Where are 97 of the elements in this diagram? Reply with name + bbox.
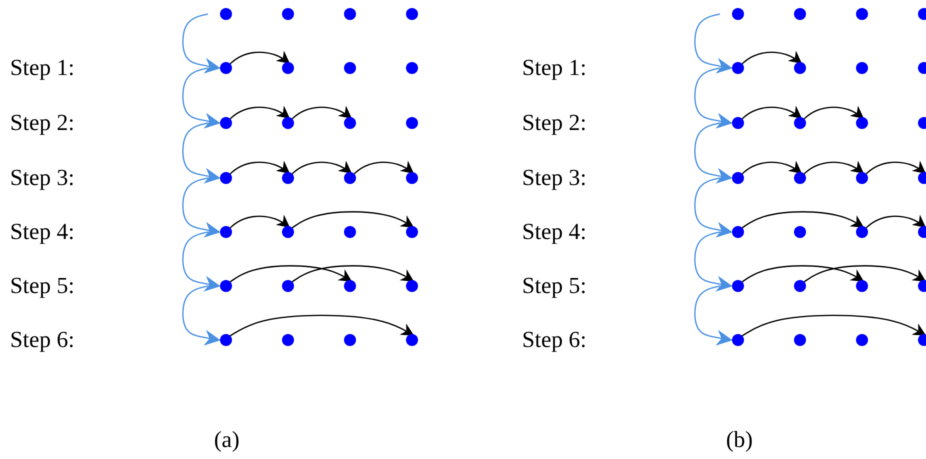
dot xyxy=(794,334,806,346)
dot xyxy=(856,280,868,292)
dot xyxy=(406,62,418,74)
step-label: Step 2: xyxy=(10,111,75,134)
step-label: Step 3: xyxy=(522,166,587,189)
arrow xyxy=(804,106,864,120)
arrow xyxy=(230,214,290,228)
arrow xyxy=(804,265,926,282)
dot xyxy=(282,334,294,346)
arrow xyxy=(742,160,802,174)
dot xyxy=(732,172,744,184)
arrow xyxy=(292,265,414,282)
dot xyxy=(406,226,418,238)
dot xyxy=(406,172,418,184)
arrow xyxy=(694,231,733,292)
arrow xyxy=(182,285,221,346)
arrow xyxy=(230,314,414,336)
dot xyxy=(856,62,868,74)
step-label: Step 5: xyxy=(522,274,587,297)
arrow xyxy=(230,265,352,282)
dot xyxy=(344,8,356,20)
dot xyxy=(344,334,356,346)
arrow xyxy=(292,106,352,120)
dot xyxy=(732,334,744,346)
panel-caption: (b) xyxy=(726,428,753,451)
dot xyxy=(856,226,868,238)
dot xyxy=(220,172,232,184)
arrow xyxy=(804,160,864,174)
dot xyxy=(282,280,294,292)
dot xyxy=(732,280,744,292)
step-label: Step 4: xyxy=(10,220,75,243)
dot xyxy=(794,226,806,238)
dot xyxy=(220,280,232,292)
dot xyxy=(406,117,418,129)
dot xyxy=(856,117,868,129)
arrow xyxy=(694,177,733,238)
dot xyxy=(344,226,356,238)
dot xyxy=(220,117,232,129)
arrow xyxy=(292,160,352,174)
dot xyxy=(732,117,744,129)
arrow xyxy=(182,67,221,129)
arrow xyxy=(694,13,733,74)
dot xyxy=(220,8,232,20)
dot xyxy=(856,334,868,346)
dot xyxy=(344,280,356,292)
dot xyxy=(856,8,868,20)
dot xyxy=(406,8,418,20)
arrow xyxy=(182,231,221,292)
dot xyxy=(794,8,806,20)
dot xyxy=(856,172,868,184)
step-label: Step 4: xyxy=(522,220,587,243)
dot xyxy=(220,62,232,74)
arrow xyxy=(230,160,290,174)
dot xyxy=(732,62,744,74)
dot xyxy=(732,8,744,20)
dot xyxy=(794,117,806,129)
arrow xyxy=(292,211,414,228)
arrow xyxy=(742,211,864,228)
step-label: Step 2: xyxy=(522,111,587,134)
dot xyxy=(282,226,294,238)
dot xyxy=(282,62,294,74)
arrow xyxy=(866,160,926,174)
dot xyxy=(794,62,806,74)
arrow xyxy=(354,160,414,174)
dot xyxy=(282,117,294,129)
dot xyxy=(794,280,806,292)
arrow xyxy=(742,106,802,120)
arrow xyxy=(182,122,221,184)
arrow xyxy=(742,50,802,64)
arrow xyxy=(742,314,926,336)
arrow xyxy=(694,67,733,129)
step-label: Step 5: xyxy=(10,274,75,297)
dot xyxy=(282,8,294,20)
dot xyxy=(220,226,232,238)
step-label: Step 6: xyxy=(522,328,587,351)
dot xyxy=(732,226,744,238)
arrow xyxy=(694,122,733,184)
arrow xyxy=(230,106,290,120)
arrow xyxy=(742,265,864,282)
step-label: Step 6: xyxy=(10,328,75,351)
arrow xyxy=(230,50,290,64)
dot xyxy=(794,172,806,184)
arrow xyxy=(182,13,221,74)
dot xyxy=(282,172,294,184)
dot xyxy=(406,334,418,346)
step-label: Step 3: xyxy=(10,166,75,189)
dot xyxy=(344,172,356,184)
dot xyxy=(220,334,232,346)
step-label: Step 1: xyxy=(522,56,587,79)
arrow xyxy=(866,214,926,228)
dot xyxy=(406,280,418,292)
arrow xyxy=(182,177,221,238)
dot xyxy=(344,62,356,74)
dot xyxy=(344,117,356,129)
step-label: Step 1: xyxy=(10,56,75,79)
arrow xyxy=(694,285,733,346)
panel-caption: (a) xyxy=(214,428,240,451)
